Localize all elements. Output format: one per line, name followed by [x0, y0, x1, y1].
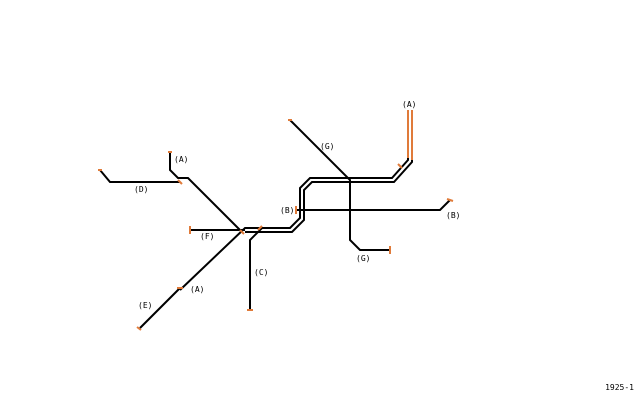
route-d-track — [99, 169, 180, 183]
label-line-d: (D) — [134, 185, 149, 194]
junction-tick-ne — [397, 163, 403, 169]
route-e-track — [139, 287, 181, 329]
label-line-a-top: (A) — [402, 100, 417, 109]
label-line-c: (C) — [254, 268, 269, 277]
route-b-track — [296, 199, 451, 211]
route-a-northwest-track — [169, 152, 243, 233]
junction-tick-center — [239, 229, 245, 235]
label-line-b-right: (B) — [446, 211, 461, 220]
label-line-e: (E) — [138, 301, 153, 310]
label-line-b-left: (B) — [280, 206, 295, 215]
label-line-a-bottom: (A) — [190, 285, 205, 294]
route-e-terminal — [136, 326, 142, 331]
map-id-label: 1925-1 — [605, 383, 634, 392]
route-a-track — [179, 110, 409, 291]
label-line-f: (F) — [200, 232, 215, 241]
route-b-terminal-right — [446, 198, 454, 202]
label-line-g-top: (G) — [320, 142, 335, 151]
label-line-g-bottom: (G) — [356, 254, 371, 263]
junction-tick-d — [177, 179, 183, 185]
route-c-track — [249, 227, 263, 310]
label-line-a-left: (A) — [174, 155, 189, 164]
route-g-track — [289, 119, 390, 251]
junction-tick-c — [257, 225, 263, 231]
route-a-parallel-track — [245, 110, 413, 233]
